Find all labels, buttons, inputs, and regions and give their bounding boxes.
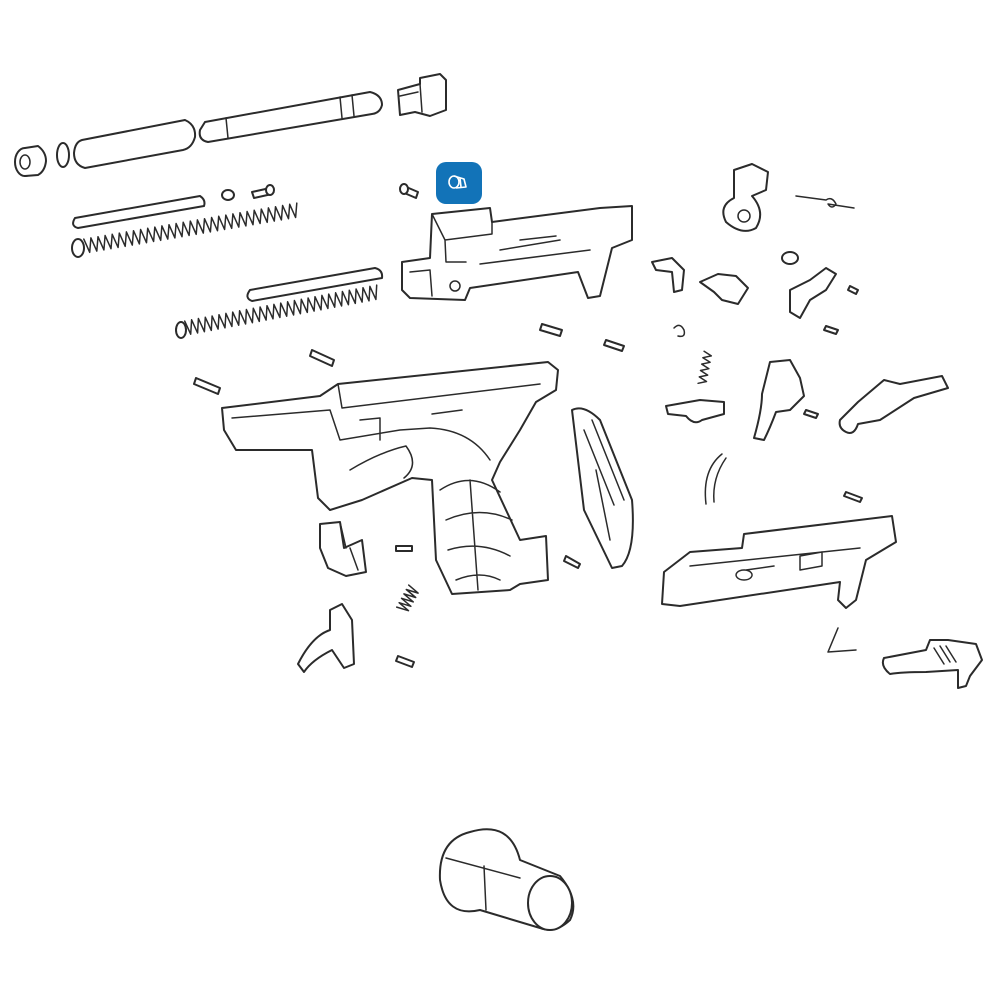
part-slide-stop[interactable] xyxy=(881,639,983,689)
part-pin-6[interactable] xyxy=(563,555,581,569)
part-washer[interactable] xyxy=(221,189,235,201)
part-spring-small-2[interactable] xyxy=(697,350,713,385)
part-lever[interactable] xyxy=(651,257,685,293)
part-pin-1[interactable] xyxy=(193,377,221,395)
part-trigger-small[interactable] xyxy=(297,603,355,673)
part-guide-rod-2[interactable] xyxy=(246,267,384,302)
screw-icon xyxy=(436,162,482,204)
part-screw[interactable] xyxy=(399,183,419,199)
part-grip-panel[interactable] xyxy=(571,407,634,569)
part-pin-11[interactable] xyxy=(843,491,863,503)
part-plunger[interactable] xyxy=(781,251,799,265)
part-trigger-bar[interactable] xyxy=(838,375,949,434)
part-pin-10[interactable] xyxy=(803,409,819,419)
part-trigger[interactable] xyxy=(753,359,805,441)
part-pin-3[interactable] xyxy=(539,323,563,337)
selected-part-highlight[interactable] xyxy=(436,162,482,204)
part-guide-rod[interactable] xyxy=(72,195,206,229)
part-spring-clip[interactable] xyxy=(673,324,686,338)
part-magazine-catch[interactable] xyxy=(319,521,367,577)
part-barrel-tube[interactable] xyxy=(73,119,197,169)
part-trigger-bar-link[interactable] xyxy=(665,399,725,424)
part-chassis-upper[interactable] xyxy=(401,205,633,301)
part-wire[interactable] xyxy=(704,453,727,505)
part-spring-small[interactable] xyxy=(395,584,419,612)
part-ejector[interactable] xyxy=(789,267,837,319)
part-frame[interactable] xyxy=(221,361,559,595)
part-pin-small[interactable] xyxy=(251,184,275,199)
part-wire-small[interactable] xyxy=(827,627,857,653)
part-muzzle-cap[interactable] xyxy=(14,145,47,177)
part-recoil-spring-2[interactable] xyxy=(175,284,378,339)
part-barrel-block[interactable] xyxy=(397,73,447,117)
part-pin-7[interactable] xyxy=(395,655,415,668)
part-wire-spring[interactable] xyxy=(795,195,855,209)
part-recoil-spring[interactable] xyxy=(71,202,298,258)
part-pin-4[interactable] xyxy=(603,339,625,352)
part-pin-5[interactable] xyxy=(395,545,413,552)
part-chassis-lower[interactable] xyxy=(661,515,897,609)
part-pin-8[interactable] xyxy=(847,285,859,295)
part-barrel[interactable] xyxy=(198,91,383,143)
part-o-ring[interactable] xyxy=(56,142,70,168)
part-grip-plug[interactable] xyxy=(438,828,575,931)
part-pin-9[interactable] xyxy=(823,325,839,335)
part-pin-2[interactable] xyxy=(309,349,335,367)
part-hammer[interactable] xyxy=(722,163,769,232)
part-sear[interactable] xyxy=(699,273,749,305)
